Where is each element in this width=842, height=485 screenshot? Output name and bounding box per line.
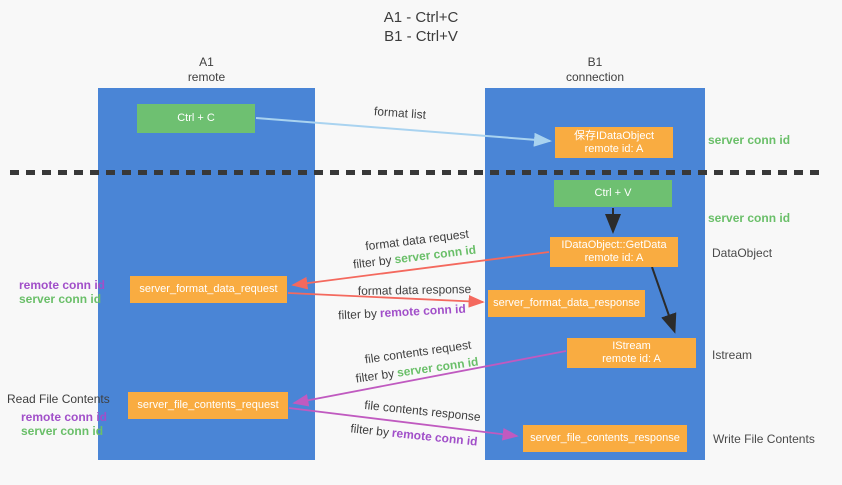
server-conn-id-top-label: server conn id (708, 133, 791, 147)
ctrl-v-node: Ctrl + V (554, 180, 672, 207)
format-response-label: server_format_data_response (493, 297, 640, 309)
filter-remote-conn-id: remote conn id (379, 301, 467, 321)
filter-by-text: filter by (354, 366, 396, 386)
mid-server-conn-id-label: server conn id (19, 292, 102, 306)
save-idataobject-line1: 保存IDataObject (573, 129, 655, 142)
filter-remote-conn-id: remote conn id (391, 425, 479, 449)
ctrl-c-node: Ctrl + C (137, 104, 255, 133)
file-contents-response-arrow-label: file contents response (363, 397, 482, 425)
server-file-contents-request-node: server_file_contents_request (128, 392, 288, 419)
title-line-2: B1 - Ctrl+V (384, 28, 458, 45)
format-list-arrow-label: format list (373, 104, 427, 122)
istream-node: IStream remote id: A (567, 338, 696, 368)
save-idataobject-node: 保存IDataObject remote id: A (555, 127, 673, 158)
mid-conn-ids-block: remote conn id server conn id (19, 278, 105, 306)
server-format-data-request-node: server_format_data_request (130, 276, 287, 303)
column-b-header: B1 connection (485, 55, 705, 85)
getdata-line2: remote id: A (584, 252, 644, 264)
column-a-name: A1 (199, 55, 214, 69)
server-file-contents-response-node: server_file_contents_response (523, 425, 687, 452)
file-request-label: server_file_contents_request (137, 399, 279, 411)
bottom-server-conn-id-label: server conn id (21, 424, 104, 438)
format-request-label: server_format_data_request (139, 283, 278, 295)
ctrl-c-label: Ctrl + C (177, 112, 215, 124)
bottom-remote-conn-id-label: remote conn id (21, 410, 108, 424)
istream-line2: remote id: A (602, 353, 661, 365)
filter-by-text: filter by (352, 252, 393, 272)
diagram-title: A1 - Ctrl+C B1 - Ctrl+V (301, 8, 541, 46)
file-response-label: server_file_contents_response (530, 432, 680, 444)
save-idataobject-line2: remote id: A (584, 142, 644, 155)
column-a-role: remote (187, 70, 226, 84)
read-file-contents-label: Read File Contents (7, 392, 110, 406)
mid-remote-conn-id-label: remote conn id (19, 278, 106, 292)
column-a-header: A1 remote (98, 55, 315, 85)
phase-divider-dashed-line (10, 170, 824, 175)
bottom-conn-ids-block: remote conn id server conn id (21, 410, 107, 438)
write-file-contents-label: Write File Contents (713, 432, 815, 446)
ctrl-v-label: Ctrl + V (594, 187, 632, 199)
column-b-role: connection (565, 70, 625, 84)
format-data-response-arrow-label: format data response (357, 282, 472, 298)
istream-side-label: Istream (712, 348, 753, 362)
istream-line1: IStream (612, 340, 651, 352)
filter-by-text: filter by (349, 421, 390, 440)
idataobject-getdata-node: IDataObject::GetData remote id: A (550, 237, 678, 267)
title-line-1: A1 - Ctrl+C (383, 9, 459, 26)
dataobject-label: DataObject (712, 246, 773, 260)
server-conn-id-mid-label: server conn id (708, 211, 791, 225)
filter-by-text: filter by (337, 306, 378, 323)
getdata-line1: IDataObject::GetData (561, 239, 667, 251)
column-b-name: B1 (587, 55, 603, 69)
server-format-data-response-node: server_format_data_response (488, 290, 645, 317)
